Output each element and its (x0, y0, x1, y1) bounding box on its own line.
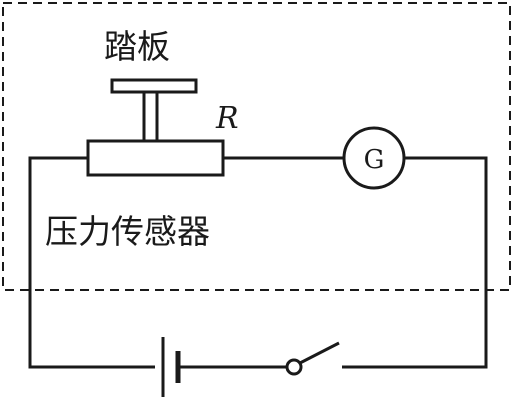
pedal-label: 踏板 (104, 27, 170, 66)
wire-right (342, 156, 488, 369)
galvanometer: G (342, 126, 406, 190)
switch (285, 341, 340, 376)
pedal-plate (110, 78, 198, 94)
pressure-sensor-label: 压力传感器 (45, 212, 210, 251)
galvanometer-label: G (364, 145, 385, 175)
pedal (110, 78, 198, 140)
sensor-boundary-dashed (2, 2, 511, 291)
battery (161, 337, 181, 397)
switch-pivot (285, 358, 303, 376)
resistor-r (86, 139, 225, 177)
wire-left-upper (28, 156, 155, 369)
switch-arm (299, 341, 340, 365)
resistor-label: R (215, 101, 239, 136)
